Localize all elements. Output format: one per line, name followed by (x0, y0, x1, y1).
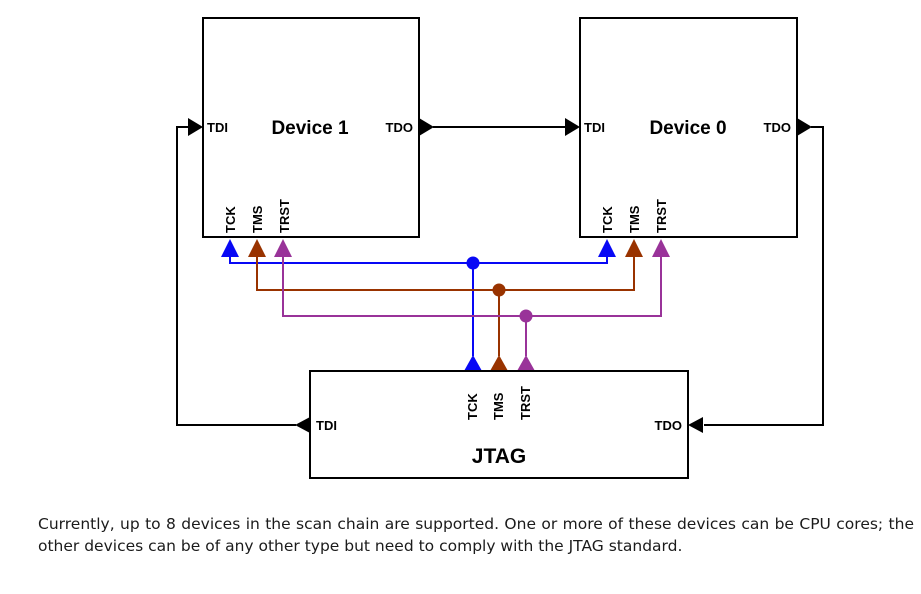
device1-tck-label: TCK (223, 206, 238, 233)
jtag-tms-label: TMS (491, 392, 506, 420)
device0-tms-label: TMS (627, 205, 642, 233)
device0-trst-arrow-icon (652, 239, 670, 257)
device0-tck-arrow-icon (598, 239, 616, 257)
tdo-return-wire (704, 126, 824, 426)
device1-trst-label: TRST (277, 199, 292, 233)
device1-tms-label: TMS (250, 205, 265, 233)
device1-tdo-label: TDO (386, 120, 413, 135)
jtag-title: JTAG (472, 445, 526, 468)
jtag-tms-arrow-icon (490, 355, 508, 371)
jtag-tdo-label: TDO (655, 418, 682, 433)
device1-tdo-arrow-icon (419, 118, 434, 136)
device0-tdi-label: TDI (584, 120, 605, 135)
device0-trst-label: TRST (654, 199, 669, 233)
jtag-box (309, 370, 689, 479)
tdi-loop-wire (176, 126, 296, 426)
jtag-tck-label: TCK (465, 393, 480, 420)
jtag-trst-arrow-icon (517, 355, 535, 371)
jtag-tck-arrow-icon (464, 355, 482, 371)
device0-tdi-arrow-icon (565, 118, 580, 136)
device0-tdo-label: TDO (764, 120, 791, 135)
jtag-trst-label: TRST (518, 386, 533, 420)
jtag-tdi-label: TDI (316, 418, 337, 433)
scan-chain-diagram: Device 1 TDI TDO TCK TMS TRST Device 0 T… (176, 17, 824, 479)
jtag-tdo-arrow-icon (688, 417, 703, 433)
device1-tdi-label: TDI (207, 120, 228, 135)
device0-tdo-arrow-icon (797, 118, 812, 136)
device1-tdi-arrow-icon (188, 118, 203, 136)
device1-tck-arrow-icon (221, 239, 239, 257)
device0-title: Device 0 (649, 118, 726, 139)
caption-paragraph: Currently, up to 8 devices in the scan c… (38, 515, 914, 555)
device1-title: Device 1 (271, 118, 349, 139)
tms-bus-wire (256, 256, 635, 291)
device0-tms-arrow-icon (625, 239, 643, 257)
device1-tms-arrow-icon (248, 239, 266, 257)
trst-bus-wire (282, 256, 662, 317)
jtag-tdi-arrow-icon (295, 417, 310, 433)
device0-tck-label: TCK (600, 206, 615, 233)
device1-trst-arrow-icon (274, 239, 292, 257)
device1-box (202, 17, 420, 238)
device0-box (579, 17, 798, 238)
tck-bus-wire (229, 256, 608, 264)
